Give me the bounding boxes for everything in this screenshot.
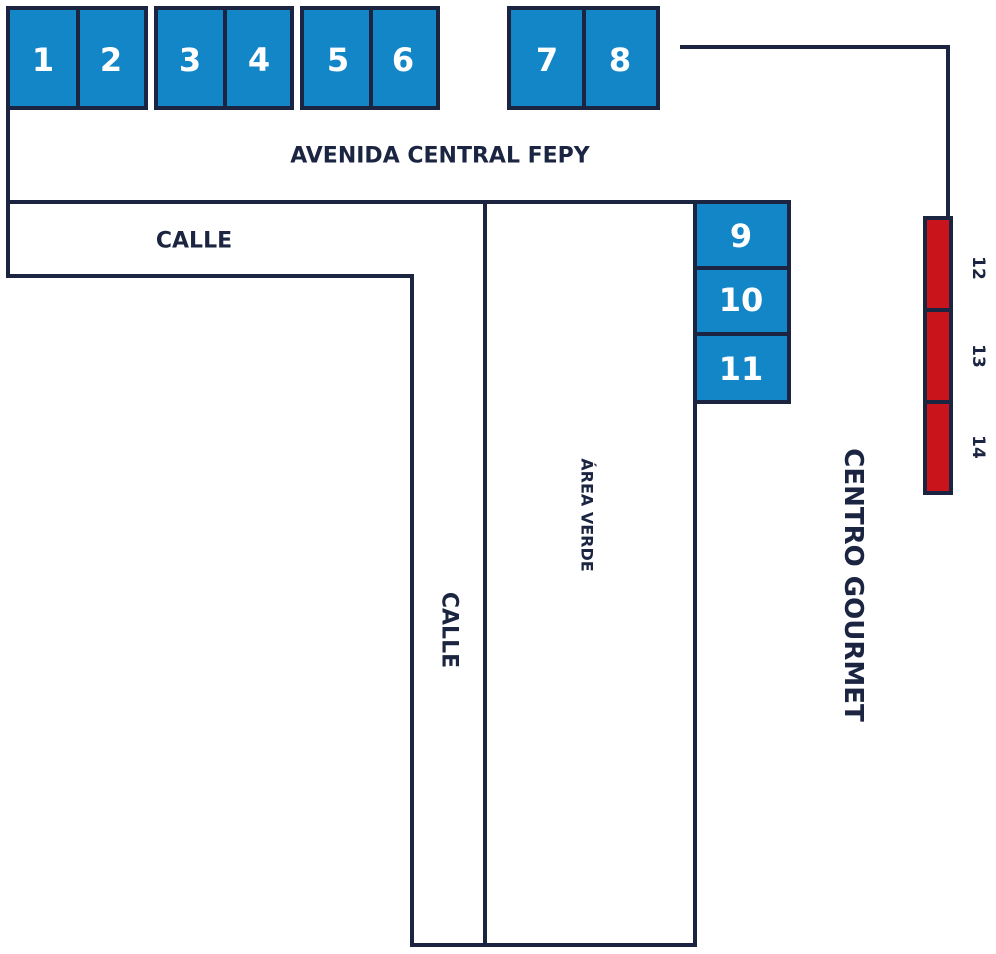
svg-text:5: 5 <box>327 41 349 79</box>
svg-text:7: 7 <box>536 41 558 79</box>
avenue-label: AVENIDA CENTRAL FEPY <box>290 144 591 169</box>
svg-text:9: 9 <box>730 217 752 255</box>
booth-2[interactable]: 2 <box>76 6 148 110</box>
booth-8[interactable]: 8 <box>582 6 660 110</box>
booth-1[interactable]: 1 <box>6 6 80 110</box>
booth-14[interactable]: 14 <box>923 400 988 495</box>
booth-10[interactable]: 10 <box>693 266 791 336</box>
svg-text:1: 1 <box>32 41 54 79</box>
street-label-horizontal: CALLE <box>156 229 232 254</box>
booth-7[interactable]: 7 <box>507 6 586 110</box>
svg-text:4: 4 <box>248 41 270 79</box>
booth-5[interactable]: 5 <box>300 6 373 110</box>
road-outlines <box>6 45 950 947</box>
booth-13[interactable]: 13 <box>923 308 988 404</box>
green-area-label: ÁREA VERDE <box>578 458 597 571</box>
booth-9[interactable]: 9 <box>693 200 791 270</box>
svg-text:8: 8 <box>609 41 631 79</box>
booth-3[interactable]: 3 <box>154 6 227 110</box>
svg-text:12: 12 <box>968 256 988 280</box>
street-label-vertical: CALLE <box>437 592 462 668</box>
svg-text:13: 13 <box>968 344 988 368</box>
gourmet-center-label: CENTRO GOURMET <box>838 448 868 722</box>
booth-12[interactable]: 12 <box>923 216 988 312</box>
booth-4[interactable]: 4 <box>223 6 294 110</box>
svg-text:2: 2 <box>100 41 122 79</box>
booth-6[interactable]: 6 <box>369 6 440 110</box>
svg-text:6: 6 <box>392 41 414 79</box>
booth-11[interactable]: 11 <box>693 332 791 404</box>
svg-text:10: 10 <box>719 281 764 319</box>
svg-text:3: 3 <box>179 41 201 79</box>
svg-text:11: 11 <box>719 350 764 388</box>
svg-text:14: 14 <box>968 435 988 459</box>
